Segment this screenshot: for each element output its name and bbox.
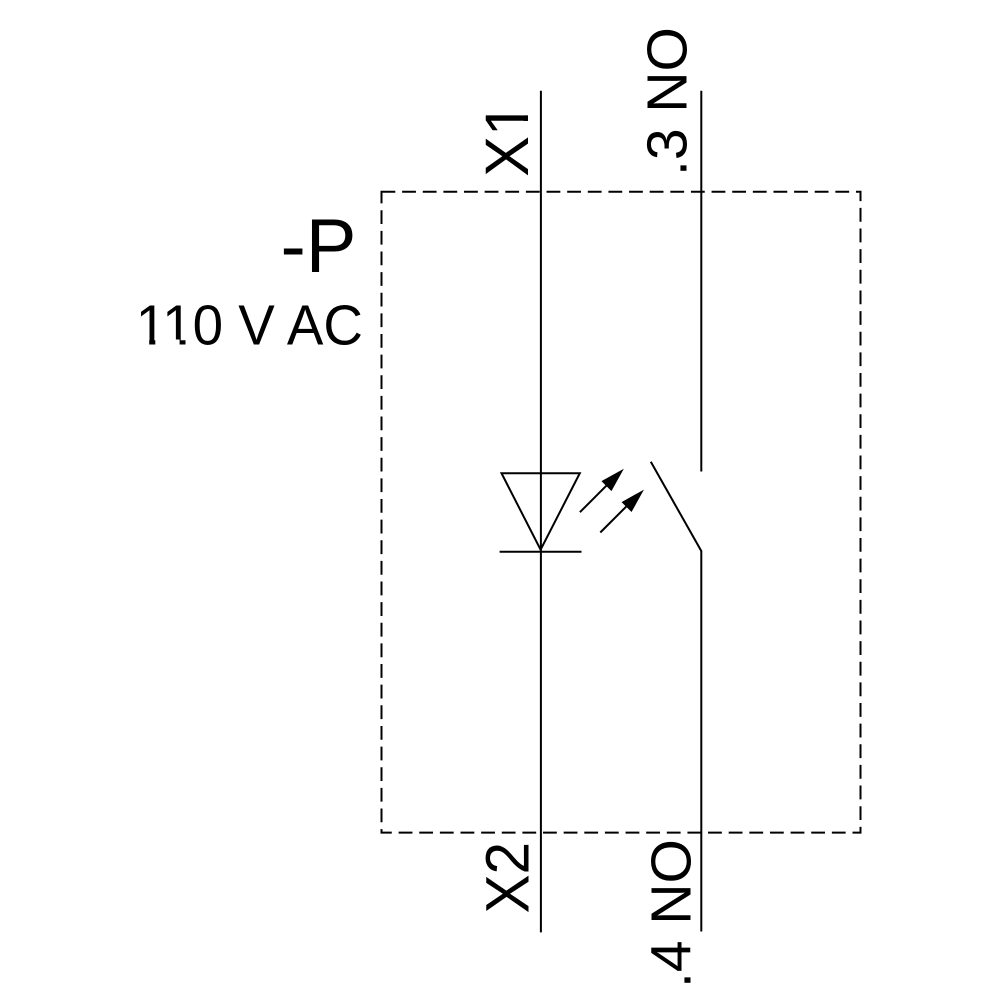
svg-text:.4 NO: .4 NO <box>640 839 704 988</box>
svg-text:X1: X1 <box>473 102 541 177</box>
svg-text:-P: -P <box>281 204 357 289</box>
svg-text:110 V AC: 110 V AC <box>136 292 363 356</box>
svg-text:.3 NO: .3 NO <box>635 27 699 176</box>
svg-text:X2: X2 <box>473 842 541 914</box>
